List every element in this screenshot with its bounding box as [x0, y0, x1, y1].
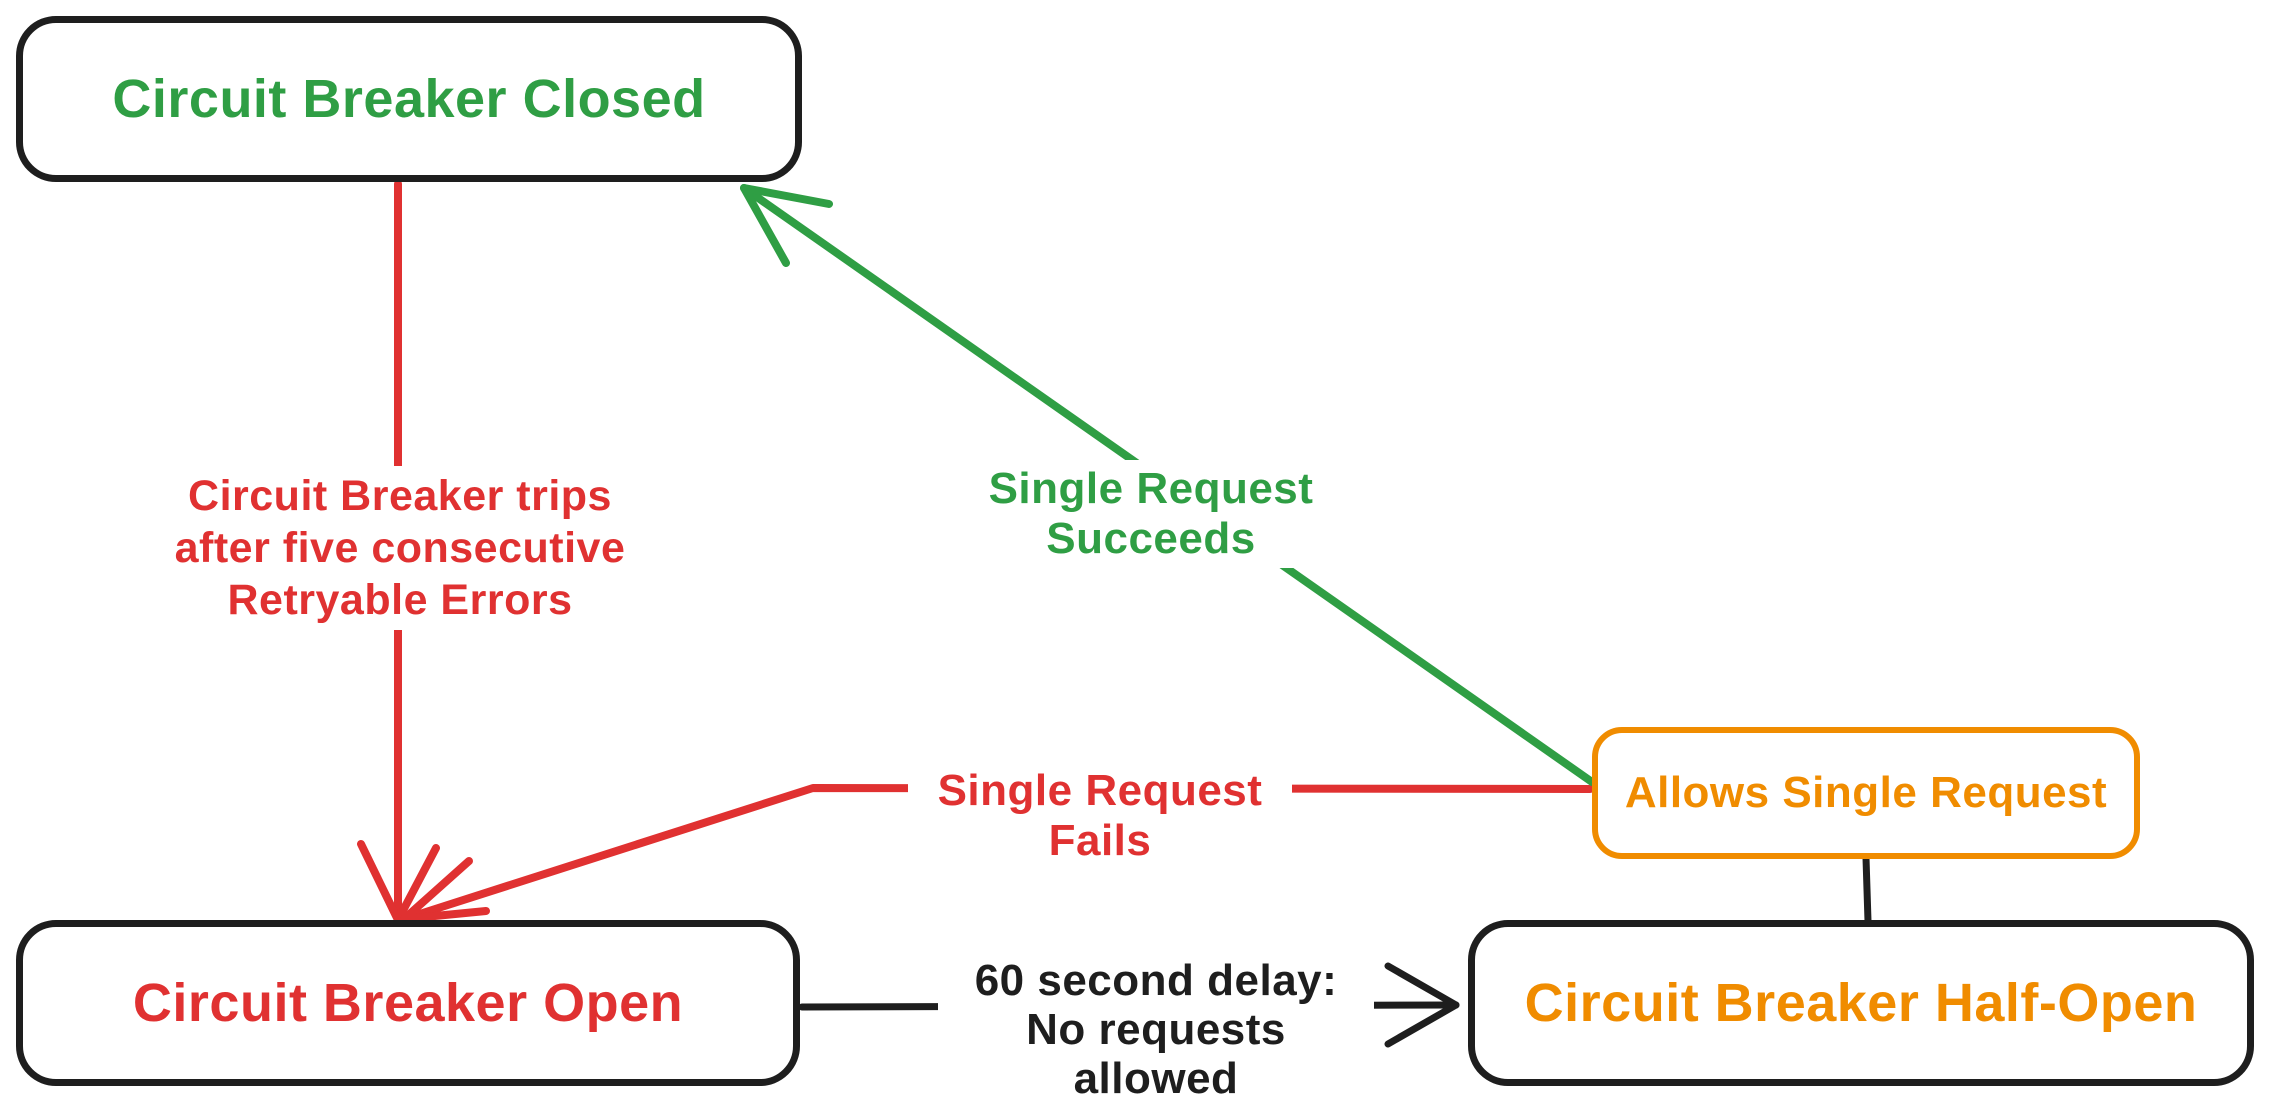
node-allows-single-request-label: Allows Single Request [1624, 768, 2108, 817]
node-circuit-breaker-closed-label: Circuit Breaker Closed [112, 69, 706, 129]
node-allows-single-request: Allows Single Request [1592, 727, 2140, 859]
arrowhead-down-icon [357, 840, 440, 924]
node-circuit-breaker-half-open: Circuit Breaker Half-Open [1468, 920, 2254, 1086]
edge-label-line: after five consecutive [174, 524, 626, 572]
arrowhead-up-left-icon [740, 184, 833, 267]
edge-halfopen-to-allows-line [1862, 854, 1872, 925]
edge-label-line: Retryable Errors [227, 576, 573, 624]
node-circuit-breaker-open: Circuit Breaker Open [16, 920, 800, 1086]
arrowhead-left-down-icon [400, 857, 490, 923]
edge-label-single-request-fails: Single Request Fails [908, 762, 1292, 870]
edge-label-line: Single Request Succeeds [988, 464, 1314, 563]
edge-label-line: No requests allowed [1026, 1005, 1286, 1103]
edge-allows-to-open [400, 784, 1594, 923]
edge-label-line: 60 second delay: [974, 956, 1338, 1005]
edge-label-line: Single Request Fails [937, 766, 1263, 865]
node-circuit-breaker-open-label: Circuit Breaker Open [132, 973, 684, 1033]
node-circuit-breaker-closed: Circuit Breaker Closed [16, 16, 802, 182]
edge-label-circuit-breaker-trips: Circuit Breaker trips after five consecu… [150, 466, 650, 630]
edge-allows-to-open-line [400, 784, 1594, 923]
edge-label-60-second-delay: 60 second delay: No requests allowed [938, 952, 1374, 1107]
edge-label-single-request-succeeds: Single Request Succeeds [905, 460, 1397, 568]
node-circuit-breaker-half-open-label: Circuit Breaker Half-Open [1524, 973, 2198, 1033]
edge-halfopen-to-allows [1862, 854, 1872, 925]
edge-label-line: Circuit Breaker trips [188, 472, 612, 520]
arrowhead-right-icon [1384, 962, 1460, 1048]
